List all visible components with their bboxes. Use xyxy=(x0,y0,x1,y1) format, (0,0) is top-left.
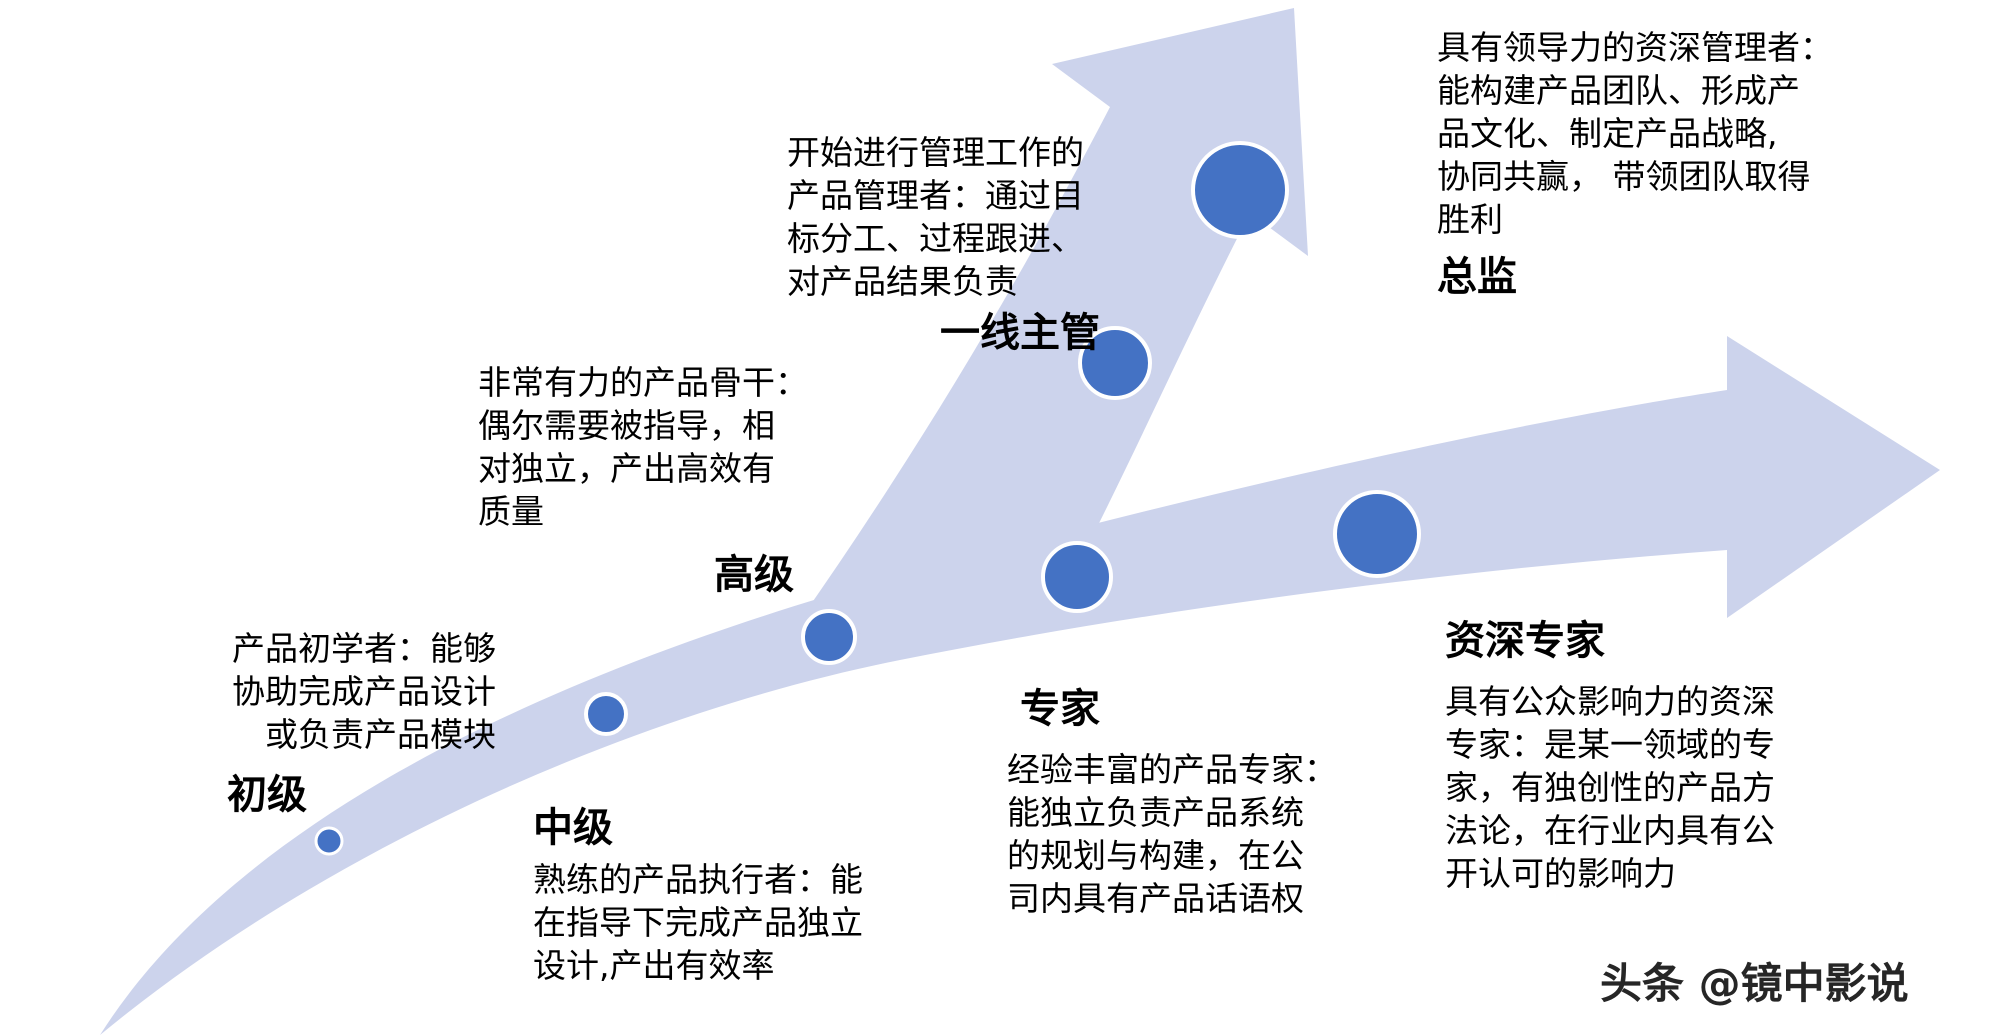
stage-label-director: 总监 xyxy=(1437,254,1517,300)
watermark-text: 头条 @镜中影说 xyxy=(1600,959,1909,1008)
management-track-arrow xyxy=(800,8,1308,636)
stage-desc-intermediate: 熟练的产品执行者：能 在指导下完成产品独立 设计,产出有效率 xyxy=(533,860,863,985)
stage-desc-senior-expert: 具有公众影响力的资深 专家：是某一领域的专 家，有独创性的产品方 法论，在行业内… xyxy=(1445,682,1775,893)
stage-desc-line-manager: 开始进行管理工作的 产品管理者：通过目 标分工、过程跟进、 对产品结果负责 xyxy=(787,133,1084,301)
node-intermediate xyxy=(584,692,628,736)
node-junior xyxy=(314,826,344,856)
node-expert xyxy=(1041,541,1113,613)
expert-track-arrow xyxy=(100,336,1940,1035)
stage-label-senior: 高级 xyxy=(714,552,794,598)
node-senior-expert xyxy=(1333,490,1421,578)
stage-label-intermediate: 中级 xyxy=(533,805,613,851)
node-director xyxy=(1191,141,1289,239)
stage-label-line-manager: 一线主管 xyxy=(940,310,1100,356)
stage-label-junior: 初级 xyxy=(227,772,307,818)
stage-desc-expert: 经验丰富的产品专家： 能独立负责产品系统 的规划与构建，在公 司内具有产品话语权 xyxy=(1007,750,1337,918)
stage-label-senior-expert: 资深专家 xyxy=(1445,618,1605,664)
node-line-manager xyxy=(1078,326,1152,400)
stage-desc-director: 具有领导力的资深管理者： 能构建产品团队、形成产 品文化、制定产品战略, 协同共… xyxy=(1437,28,1833,239)
node-senior xyxy=(801,609,857,665)
stage-desc-junior: 产品初学者：能够 协助完成产品设计 或负责产品模块 xyxy=(232,629,496,754)
stage-label-expert: 专家 xyxy=(1020,686,1100,732)
stage-desc-senior: 非常有力的产品骨干： 偶尔需要被指导，相 对独立，产出高效有 质量 xyxy=(478,363,808,531)
